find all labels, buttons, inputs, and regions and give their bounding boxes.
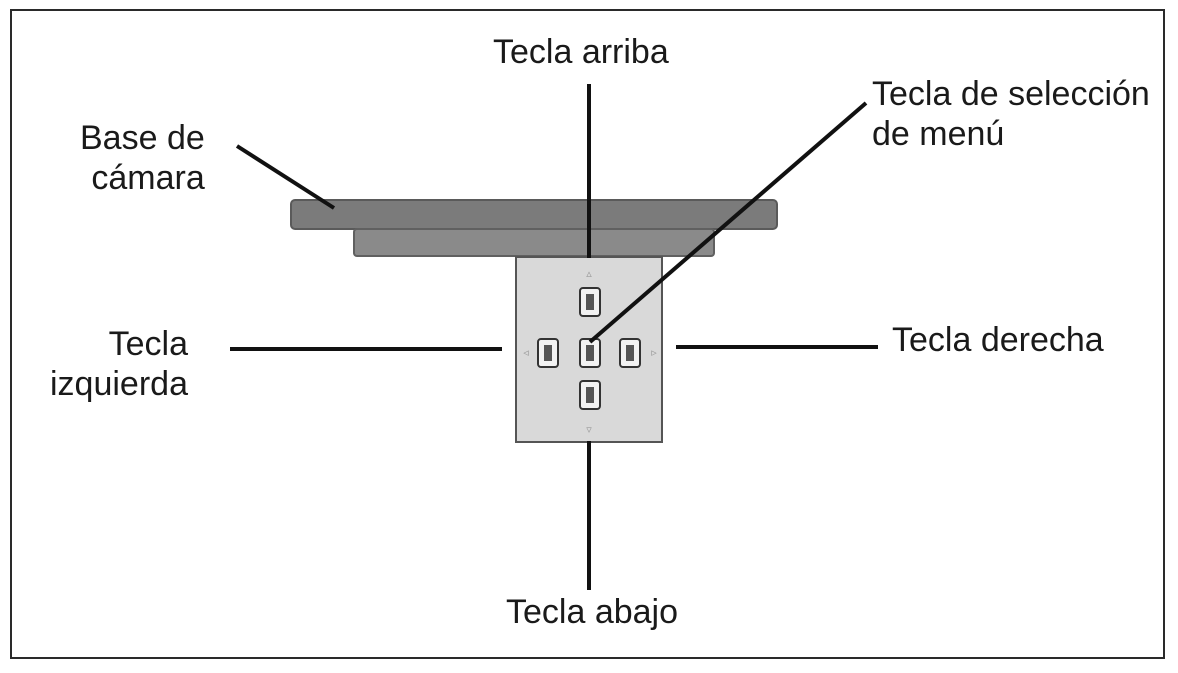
label-up: Tecla arriba <box>493 33 669 71</box>
camera-base-top-plate <box>290 199 778 230</box>
left-key[interactable] <box>537 338 559 368</box>
up-arrow-mark: ▵ <box>586 267 592 280</box>
down-arrow-mark: ▿ <box>586 423 592 436</box>
label-menu-line-1: Tecla de selección <box>872 75 1150 113</box>
left-arrow-mark: ◃ <box>523 346 529 359</box>
label-left-line-2: izquierda <box>50 365 188 403</box>
label-menu: Tecla de selección de menú <box>872 74 1150 154</box>
right-key[interactable] <box>619 338 641 368</box>
up-key[interactable] <box>579 287 601 317</box>
leader-line-base <box>235 144 336 210</box>
label-menu-line-2: de menú <box>872 115 1005 153</box>
label-right: Tecla derecha <box>892 321 1104 359</box>
label-base: Base de cámara <box>80 118 205 198</box>
camera-base-bottom-plate <box>353 228 715 257</box>
right-arrow-mark: ▹ <box>651 346 657 359</box>
label-left-line-1: Tecla <box>108 325 188 363</box>
leader-line-menu <box>588 101 868 344</box>
down-key[interactable] <box>579 380 601 410</box>
label-left: Tecla izquierda <box>50 324 188 404</box>
menu-select-key[interactable] <box>579 338 601 368</box>
label-base-line-1: Base de <box>80 119 205 157</box>
label-base-line-2: cámara <box>91 159 205 197</box>
label-down: Tecla abajo <box>506 593 679 631</box>
